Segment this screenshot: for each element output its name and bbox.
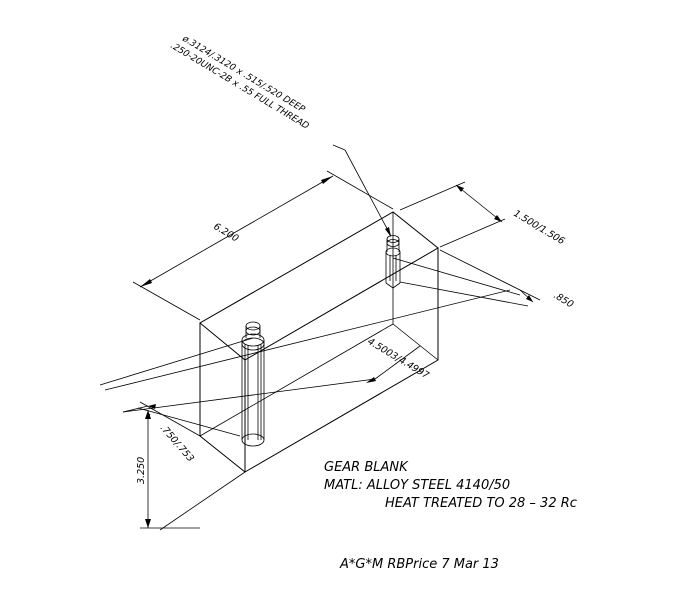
- dim-height-lines: [139, 401, 246, 531]
- dim-hole-spacing-text: 4.5003/4.4997: [365, 336, 430, 381]
- heat-treat-note: HEAT TREATED TO 28 – 32 Rc: [385, 496, 577, 511]
- block-hidden-edge: [392, 323, 439, 361]
- callout-text-line2: .250-20UNC-2B x .55 FULL THREAD: [168, 41, 310, 132]
- left-hole: [241, 321, 265, 447]
- dim-length-text: 6.200: [211, 221, 240, 244]
- callout-text-line1: ø.3124/.3120 x .515/.520 DEEP: [180, 33, 307, 115]
- block-left-face: [199, 323, 246, 473]
- dim-depth-lines: [399, 181, 506, 248]
- part-name: GEAR BLANK: [324, 460, 409, 475]
- dim-depth-text: 1.500/1.506: [511, 208, 566, 247]
- material-note: MATL: ALLOY STEEL 4140/50: [324, 478, 510, 493]
- dim-hole-offset-text: .750/.753: [158, 423, 196, 465]
- block-top-face: [199, 211, 439, 361]
- dim-hole-spacing-lines: [99, 257, 521, 413]
- callout-leader: [332, 144, 392, 237]
- dim-850-text: .850: [551, 290, 575, 310]
- block-outline: [199, 211, 439, 473]
- right-hole: [385, 235, 401, 289]
- dim-hole-offset-lines: [122, 404, 241, 437]
- dim-height-text: 3.250: [136, 457, 147, 484]
- signature-line: A*G*M RBPrice 7 Mar 13: [339, 557, 499, 572]
- dim-850-lines: [399, 249, 541, 307]
- dim-length-lines: [132, 170, 394, 321]
- block-hidden-edge: [199, 323, 394, 437]
